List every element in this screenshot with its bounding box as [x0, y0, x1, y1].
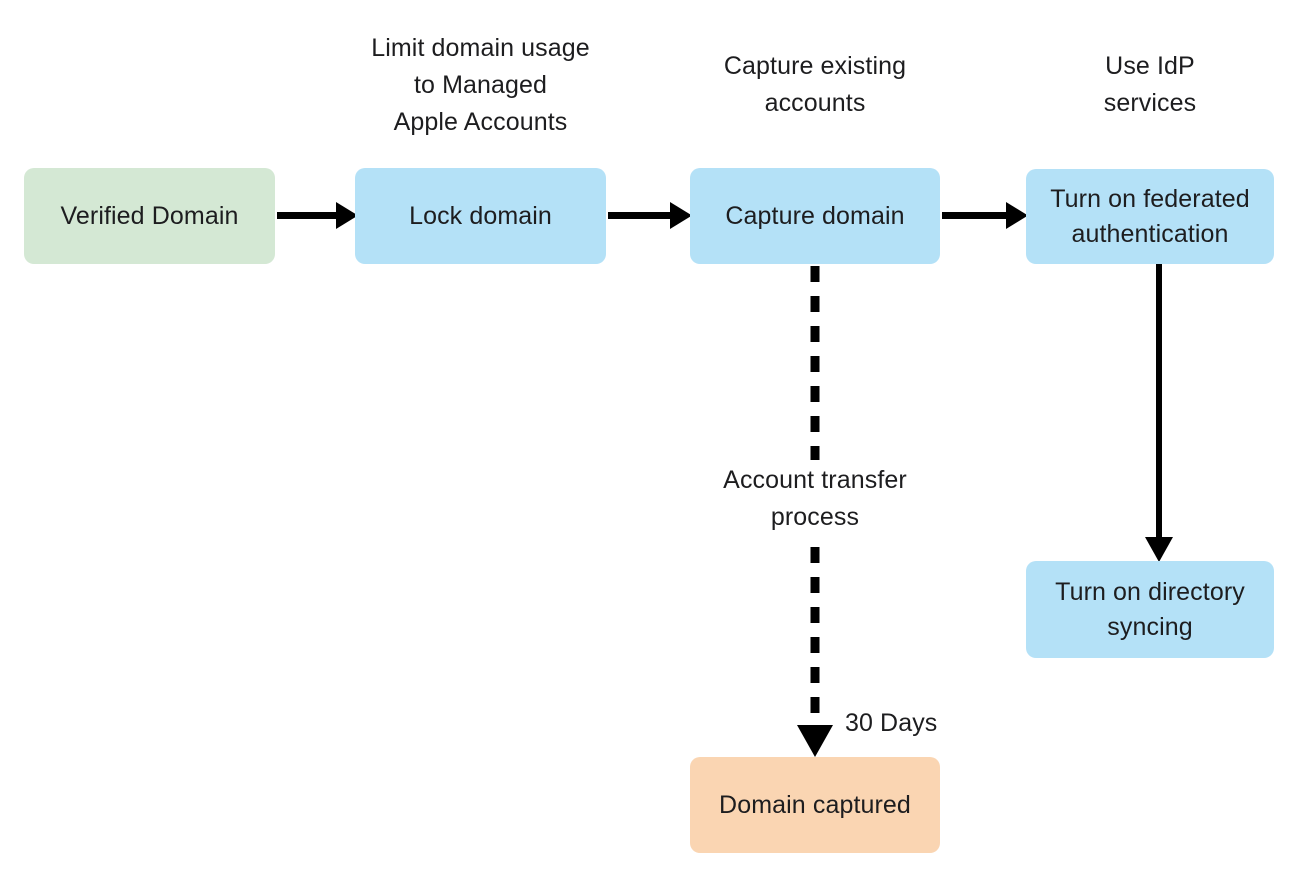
caption-capture-domain: Capture existing accounts — [723, 52, 907, 117]
node-lock-domain[interactable]: Lock domain — [355, 168, 606, 264]
node-capture-domain[interactable]: Capture domain — [690, 168, 940, 264]
edge-federated-to-syncing — [1145, 264, 1173, 562]
node-verified-domain[interactable]: Verified Domain — [24, 168, 275, 264]
caption-lock-domain: Limit domain usage to Managed Apple Acco… — [371, 34, 590, 136]
edge-verified-to-lock — [277, 202, 358, 229]
edge-label-account-transfer: Account transfer process — [690, 462, 940, 536]
node-federated-auth[interactable]: Turn on federated authentication — [1026, 169, 1274, 264]
node-directory-syncing[interactable]: Turn on directory syncing — [1026, 561, 1274, 658]
edge-label-30-days: 30 Days — [845, 709, 938, 737]
edge-lock-to-capture — [608, 202, 692, 229]
node-domain-captured[interactable]: Domain captured — [690, 757, 940, 853]
edge-capture-to-federated — [942, 202, 1028, 229]
caption-federated-auth: Use IdP services — [1103, 52, 1197, 117]
